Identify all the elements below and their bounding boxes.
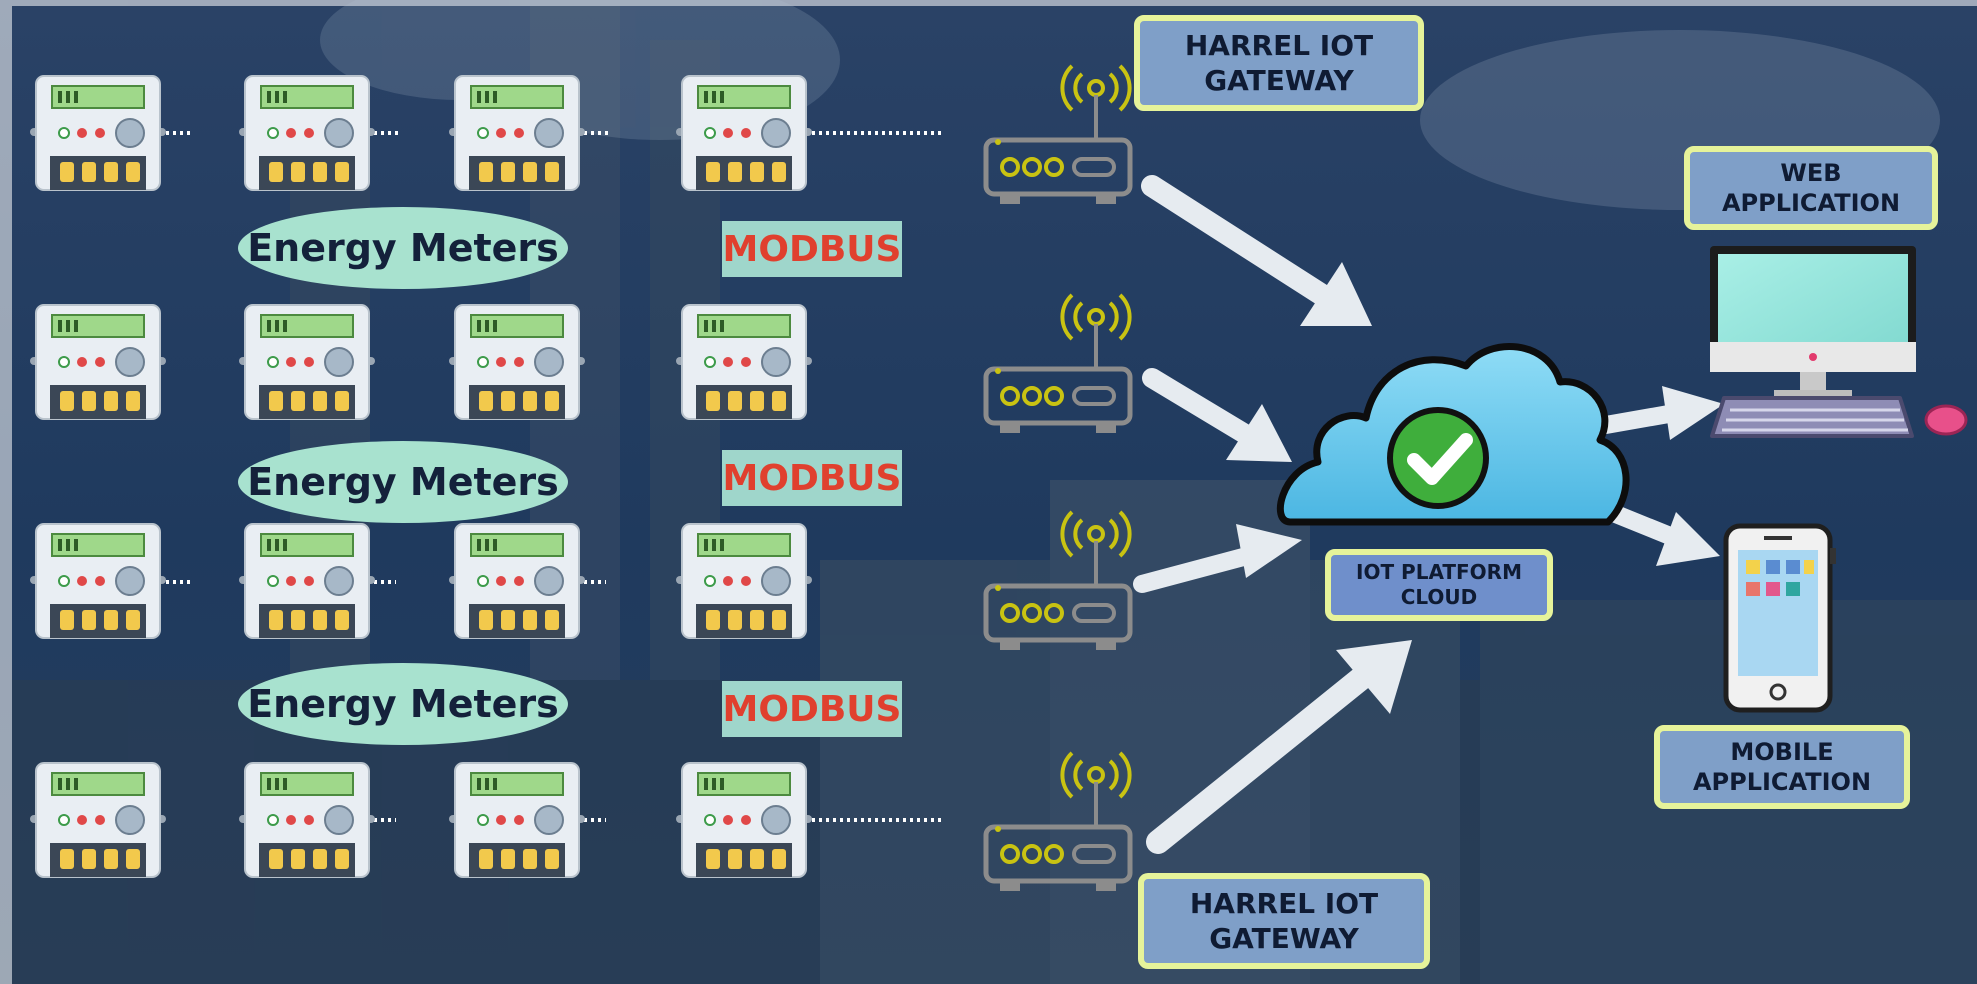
cloud-platform-label: IOT PLATFORM CLOUD <box>1325 549 1553 621</box>
energy-meter-icon <box>676 75 812 191</box>
energy-meter-icon <box>449 75 585 191</box>
energy-meter-icon <box>30 523 166 639</box>
mobile-application-label: MOBILE APPLICATION <box>1654 725 1910 809</box>
gateway-label-top: HARREL IOT GATEWAY <box>1134 15 1424 111</box>
energy-meter-icon <box>239 523 375 639</box>
arrow-gateway4-to-cloud <box>1146 640 1412 854</box>
gateway-label-bottom: HARREL IOT GATEWAY <box>1138 873 1430 969</box>
web-application-label: WEB APPLICATION <box>1684 146 1938 230</box>
energy-meter-icon <box>30 762 166 878</box>
energy-meter-icon <box>30 75 166 191</box>
check-icon <box>1387 407 1489 509</box>
gateway-routers <box>983 64 1133 891</box>
smartphone-icon <box>1723 523 1836 713</box>
energy-meter-icon <box>676 762 812 878</box>
modbus-label-3: MODBUS <box>722 681 902 737</box>
energy-meter-icon <box>449 523 585 639</box>
energy-meters-label-2: Energy Meters <box>238 441 568 523</box>
energy-meter-icon <box>239 75 375 191</box>
modbus-label-2: MODBUS <box>722 450 902 506</box>
router-icon <box>983 64 1133 204</box>
arrow-gateway1-to-cloud <box>1141 175 1372 326</box>
meter-connection-lines <box>166 131 945 822</box>
energy-meter-icon <box>676 304 812 420</box>
energy-meter-icon <box>239 762 375 878</box>
energy-meter-icon <box>239 304 375 420</box>
energy-meter-icon <box>676 523 812 639</box>
arrow-gateway2-to-cloud <box>1142 368 1292 462</box>
modbus-label-1: MODBUS <box>722 221 902 277</box>
energy-meters-label-1: Energy Meters <box>238 207 568 289</box>
router-icon <box>983 293 1133 433</box>
wifi-signal-icon <box>1060 64 1132 112</box>
energy-meter-grid <box>30 75 812 878</box>
desktop-computer-icon <box>1710 246 1968 438</box>
cloud-icon <box>1276 343 1630 526</box>
energy-meter-icon <box>30 304 166 420</box>
energy-meter-icon <box>449 762 585 878</box>
energy-meters-label-3: Energy Meters <box>238 663 568 745</box>
arrow-gateway3-to-cloud <box>1133 524 1302 593</box>
router-icon <box>983 751 1133 891</box>
router-icon <box>983 510 1133 650</box>
energy-meter-icon <box>449 304 585 420</box>
